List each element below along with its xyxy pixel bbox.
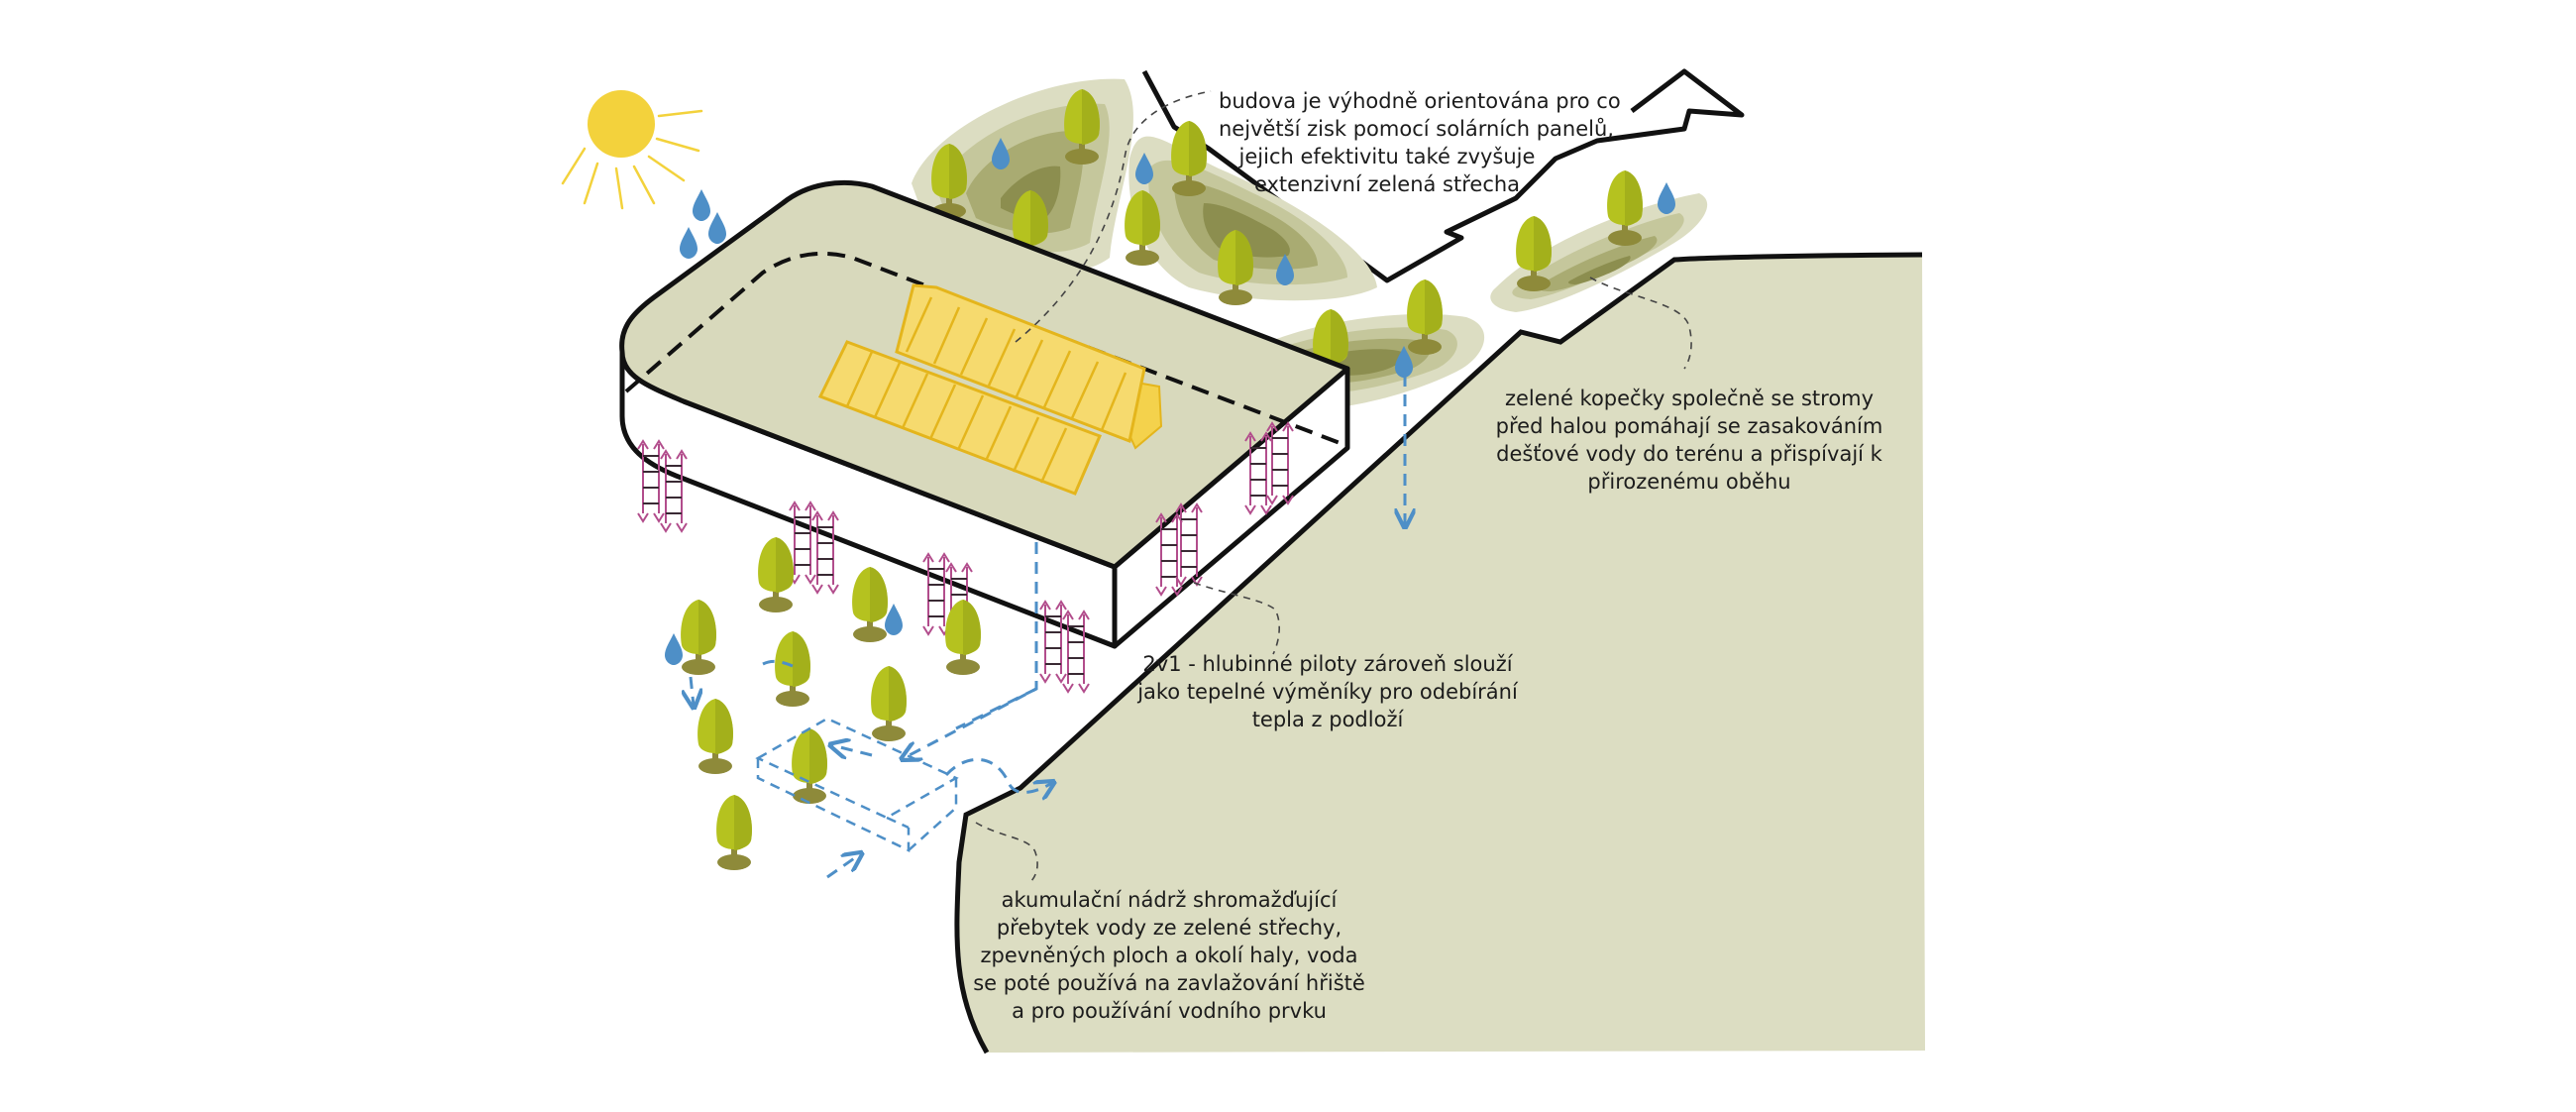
tree-icon — [758, 537, 794, 612]
annotation-line: a pro používání vodního prvku — [1012, 999, 1327, 1023]
tree-icon — [871, 666, 907, 741]
annotation-green-hills: zelené kopečky společně se stromy před h… — [1491, 385, 1887, 496]
raindrop-icon — [1658, 182, 1675, 214]
solar-panel-icon — [817, 283, 1163, 496]
annotation-line: jejich efektivitu také zvyšuje — [1238, 145, 1536, 168]
water-flow-arrows — [691, 542, 1052, 879]
tree-icon — [1218, 230, 1253, 305]
tree-icon — [681, 600, 716, 675]
annotation-line: akumulační nádrž shromažďující — [1001, 888, 1338, 912]
tree-icon — [1607, 170, 1643, 246]
annotation-line: před halou pomáhají se zasakováním — [1495, 414, 1883, 438]
annotation-line: budova je výhodně orientována pro co — [1219, 89, 1621, 113]
annotation-ground-piles: 2v1 - hlubinné piloty zároveň slouží jak… — [1129, 650, 1526, 733]
annotation-leaders — [975, 90, 1692, 883]
annotation-line: přebytek vody ze zelené střechy, — [996, 916, 1342, 940]
annotation-line: 2v1 - hlubinné piloty zároveň slouží — [1142, 652, 1513, 676]
annotation-line: jako tepelné výměníky pro odebírání — [1137, 680, 1518, 704]
annotation-line: zelené kopečky společně se stromy — [1504, 387, 1875, 410]
annotation-line: se poté používá na zavlažování hřiště — [973, 971, 1365, 995]
site-boundary — [1141, 68, 1745, 283]
annotation-line: největší zisk pomocí solárních panelů, — [1219, 117, 1614, 141]
tree-icon — [698, 699, 733, 774]
annotation-line: tepla z podloží — [1251, 708, 1404, 731]
raindrop-icon — [680, 227, 698, 259]
tree-icon — [931, 144, 967, 219]
annotation-line: extenzivní zelená střecha — [1253, 172, 1521, 196]
annotation-line: dešťové vody do terénu a přispívají k — [1496, 442, 1882, 466]
raindrop-icon — [665, 633, 683, 665]
raindrop-icon — [885, 604, 903, 635]
tree-icon — [1516, 216, 1552, 291]
ground-edge — [954, 252, 1923, 1055]
tree-icon — [716, 795, 752, 870]
raindrop-icon — [693, 189, 710, 221]
annotation-line: zpevněných ploch a okolí haly, voda — [980, 944, 1358, 967]
annotation-line: přirozenému oběhu — [1587, 470, 1791, 494]
tree-icon — [1125, 190, 1160, 266]
tree-icon — [1171, 121, 1207, 196]
ground-terrain — [956, 255, 1925, 1053]
tree-icon — [945, 600, 981, 675]
tree-icon — [1407, 279, 1443, 355]
accumulation-tank — [755, 717, 959, 852]
tree-icon — [792, 728, 827, 804]
raindrop-icon — [708, 212, 726, 244]
annotation-accumulation-tank: akumulační nádrž shromažďující přebytek … — [946, 886, 1392, 1025]
tree-icon — [852, 567, 888, 642]
annotation-roof-orientation: budova je výhodně orientována pro co nej… — [1219, 87, 1621, 198]
sun-icon — [561, 90, 703, 210]
tree-icon — [775, 631, 810, 707]
tree-icon — [1064, 89, 1100, 165]
